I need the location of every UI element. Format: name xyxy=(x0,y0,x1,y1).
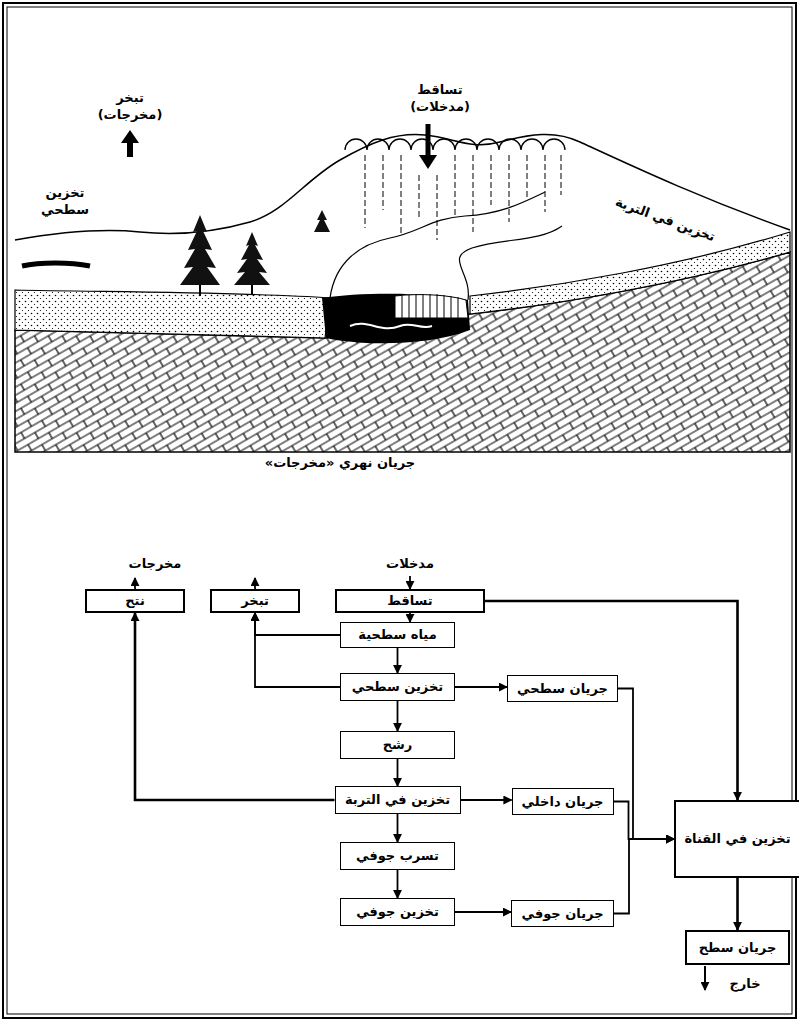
box-label: تساقط xyxy=(387,593,432,609)
annotation-label: تخزين سطحي xyxy=(37,185,93,219)
process-box: نتح xyxy=(85,589,185,613)
small-tree xyxy=(314,210,330,232)
tree-trunk xyxy=(199,285,201,296)
input-arrow xyxy=(409,576,411,589)
box-label: تخزين في التربة xyxy=(345,792,450,808)
annotation-label: تخزين في التربة xyxy=(613,194,718,246)
box-label: مياه سطحية xyxy=(358,627,436,643)
annotation-label: مدخلات xyxy=(386,556,434,573)
process-box: تخزين جوفي xyxy=(340,898,455,926)
channel-hatching xyxy=(402,294,458,318)
process-box: جريان سطحي xyxy=(507,675,618,702)
channel-water xyxy=(395,295,468,318)
process-box: تسرب جوفي xyxy=(340,842,455,870)
box-label: تسرب جوفي xyxy=(356,848,439,864)
flow-arrow xyxy=(455,911,511,913)
flow-arrow xyxy=(485,601,738,800)
flow-arrow xyxy=(397,759,399,786)
process-box: مياه سطحية xyxy=(340,622,455,648)
process-box: جريان داخلي xyxy=(512,788,614,815)
soil-band-left xyxy=(15,290,330,338)
process-box: تبخر xyxy=(210,589,300,613)
outflow-arrow xyxy=(704,966,706,990)
flow-arrow xyxy=(135,613,335,800)
soil-band-right xyxy=(470,232,790,314)
box-label: جريان داخلي xyxy=(522,794,604,810)
box-label: تبخر xyxy=(241,593,269,609)
process-box: تساقط xyxy=(335,589,485,613)
flow-arrow xyxy=(397,701,399,731)
conifer-tree xyxy=(234,232,270,285)
flow-arrow xyxy=(736,878,739,930)
evaporation-arrow xyxy=(127,143,133,157)
box-label: جريان سطحي xyxy=(517,681,608,697)
flow-arrow xyxy=(255,613,340,635)
rain-lines xyxy=(365,155,561,240)
bedrock xyxy=(15,252,790,452)
annotation-label: جريان نهري «مخرجات» xyxy=(265,455,415,472)
flow-arrow xyxy=(409,613,411,622)
box-label: رشح xyxy=(383,737,413,753)
flow-arrow xyxy=(397,870,399,898)
tree-trunk xyxy=(251,285,253,295)
surface-pond xyxy=(22,263,90,266)
process-box: تخزين في القناة xyxy=(674,800,799,878)
flow-arrow xyxy=(397,814,399,842)
flow-arrow xyxy=(614,839,674,914)
flow-arrow xyxy=(455,686,507,688)
annotation-label: خارج xyxy=(729,976,760,993)
process-box: جريان سطح xyxy=(685,930,790,965)
conifer-tree xyxy=(180,215,220,285)
box-label: جريان جوفي xyxy=(521,906,603,922)
process-box: رشح xyxy=(340,731,455,759)
precipitation-arrow xyxy=(426,124,431,156)
river-channel xyxy=(322,294,470,344)
flow-arrow xyxy=(461,799,512,801)
annotation-label: مخرجات xyxy=(129,556,182,573)
cloud xyxy=(345,139,565,150)
process-box: جريان جوفي xyxy=(511,900,614,927)
annotation-label: تساقط (مدخلات) xyxy=(404,82,476,116)
flow-arrow xyxy=(614,802,675,840)
flow-arrow xyxy=(397,648,399,673)
process-box: تخزين في التربة xyxy=(335,786,461,814)
process-box: تخزين سطحي xyxy=(340,673,455,701)
channel-flow xyxy=(350,324,432,329)
flow-arrow xyxy=(618,689,674,840)
river-valley xyxy=(459,226,562,300)
evaporation-arrowhead xyxy=(121,130,139,143)
flow-arrow xyxy=(255,613,340,687)
box-label: نتح xyxy=(125,593,145,609)
box-label: تخزين جوفي xyxy=(356,904,439,920)
box-label: جريان سطح xyxy=(699,940,777,956)
precipitation-arrowhead xyxy=(419,155,437,169)
annotation-label: تبخر (مخرجات) xyxy=(94,90,166,124)
box-label: تخزين في القناة xyxy=(684,831,790,847)
box-label: تخزين سطحي xyxy=(352,679,443,695)
